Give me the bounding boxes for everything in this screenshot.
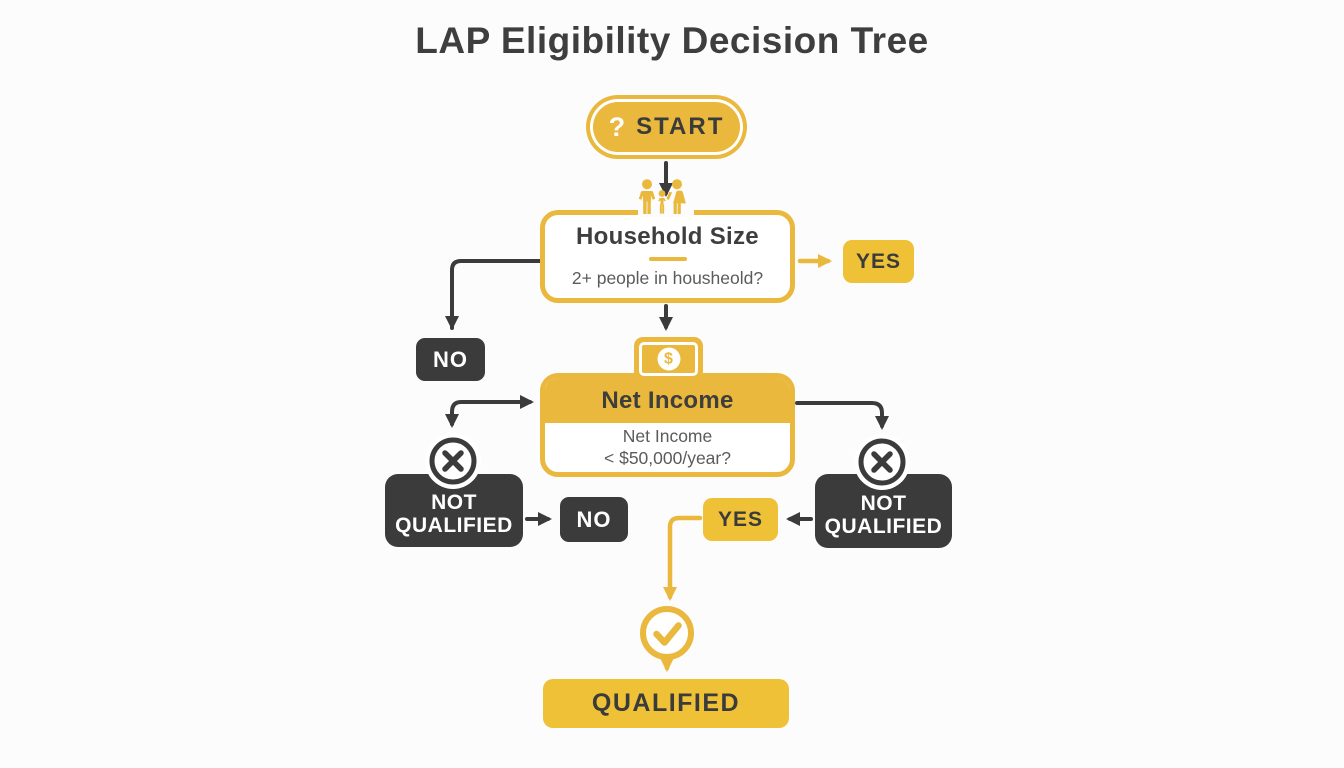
net-income-question-line2: < $50,000/year? — [604, 447, 731, 468]
x-circle-icon — [425, 433, 481, 489]
not-qualified-line2: QUALIFIED — [824, 514, 943, 538]
net-income-node[interactable]: Net Income Net Income < $50,000/year? — [540, 373, 795, 477]
qualified-label: QUALIFIED — [591, 689, 741, 717]
connector-household-no — [450, 254, 582, 330]
divider — [648, 257, 687, 262]
start-node[interactable]: ? START — [586, 95, 747, 159]
net-income-title: Net Income — [601, 386, 734, 414]
net-income-question: Net Income < $50,000/year? — [545, 423, 790, 472]
connector-income-notqualified-right — [795, 401, 889, 430]
dollar-symbol: $ — [657, 347, 680, 371]
income-no-badge[interactable]: NO — [560, 497, 628, 542]
household-size-node[interactable]: Household Size 2+ people in housheold? — [540, 210, 795, 303]
not-qualified-line1: NOT — [431, 490, 477, 514]
dollar-bill-icon: $ — [634, 337, 703, 381]
page-title: LAP Eligibility Decision Tree — [415, 20, 929, 61]
connector-income-notqualified-left — [450, 395, 534, 426]
yes-label: YES — [855, 249, 902, 273]
family-icon — [638, 179, 694, 217]
not-qualified-line1: NOT — [860, 491, 907, 515]
no-label: NO — [433, 346, 468, 372]
x-circle-icon — [854, 434, 910, 490]
yes-label: YES — [717, 507, 764, 531]
check-circle-icon — [640, 606, 694, 660]
income-yes-badge[interactable]: YES — [703, 498, 778, 541]
not-qualified-line2: QUALIFIED — [395, 513, 513, 537]
net-income-header: Net Income — [545, 378, 790, 423]
no-label: NO — [576, 506, 612, 532]
start-node-ring: ? START — [590, 99, 743, 155]
qualified-node[interactable]: QUALIFIED — [543, 679, 789, 728]
household-yes-badge[interactable]: YES — [843, 240, 914, 283]
start-label: START — [636, 113, 725, 140]
household-no-badge[interactable]: NO — [416, 338, 485, 381]
question-mark-icon: ? — [608, 111, 626, 142]
connector-yes-to-check — [663, 515, 703, 601]
household-size-question: 2+ people in housheold? — [571, 268, 764, 289]
not-qualified-right-node[interactable]: NOT QUALIFIED — [815, 474, 952, 548]
household-size-title: Household Size — [576, 223, 759, 251]
net-income-question-line1: Net Income — [622, 425, 713, 446]
start-node-body: ? START — [593, 102, 740, 152]
